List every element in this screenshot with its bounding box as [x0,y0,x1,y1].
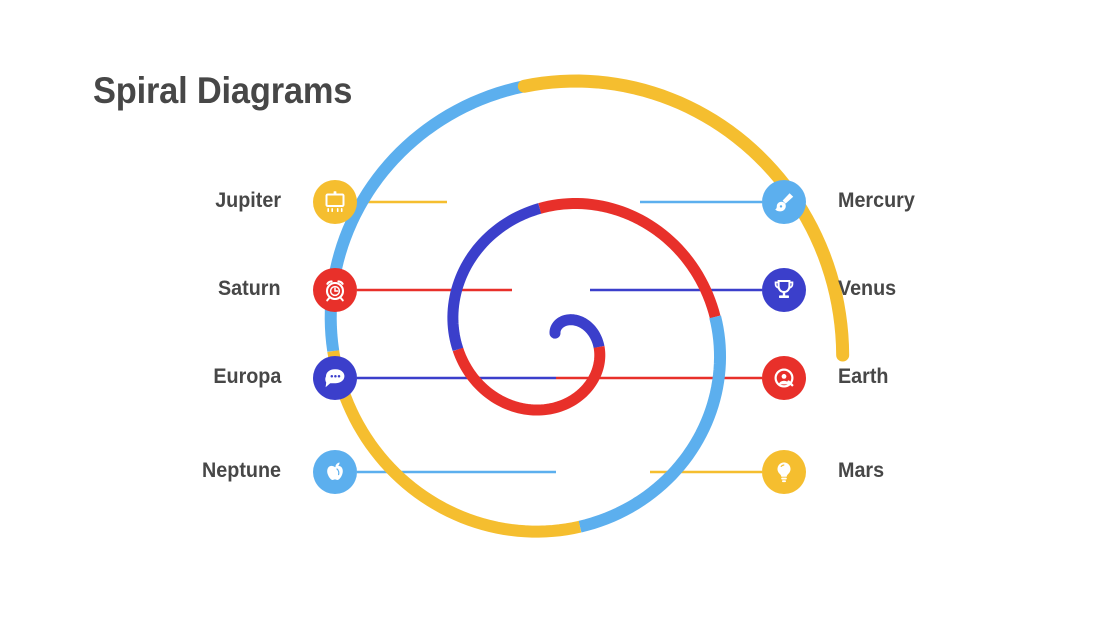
spiral-segment-2 [452,346,606,416]
node-label-neptune: Neptune [202,459,281,482]
spiral-segment-4 [538,198,721,319]
spiral-segment-7 [324,80,526,352]
trophy-icon [771,277,797,303]
apple-icon [322,459,348,485]
node-icon-jupiter[interactable] [313,180,357,224]
spiral-segment-0 [549,314,581,339]
spiral-segment-6 [327,350,582,538]
spiral-segment-5 [578,315,727,533]
node-label-saturn: Saturn [218,277,281,300]
alarm-bell-icon [771,365,797,391]
node-label-mercury: Mercury [838,189,915,212]
node-icon-mars[interactable] [762,450,806,494]
node-icon-mercury[interactable] [762,180,806,224]
chat-bubble-icon [322,365,348,391]
node-label-jupiter: Jupiter [215,189,281,212]
easel-icon [322,189,348,215]
alarm-clock-icon [322,277,348,303]
spiral-segment-1 [574,314,605,349]
node-label-mars: Mars [838,459,885,482]
spiral-segment-3 [447,203,542,352]
node-icon-saturn[interactable] [313,268,357,312]
node-label-europa: Europa [212,365,281,388]
spiral-segment-8 [517,74,850,362]
page-title: Spiral Diagrams [93,70,353,111]
node-icon-venus[interactable] [762,268,806,312]
node-icon-neptune[interactable] [313,450,357,494]
lightbulb-icon [771,459,797,485]
node-icon-europa[interactable] [313,356,357,400]
node-label-venus: Venus [838,277,897,300]
paint-brush-icon [771,189,797,215]
node-label-earth: Earth [838,365,889,388]
node-icon-earth[interactable] [762,356,806,400]
